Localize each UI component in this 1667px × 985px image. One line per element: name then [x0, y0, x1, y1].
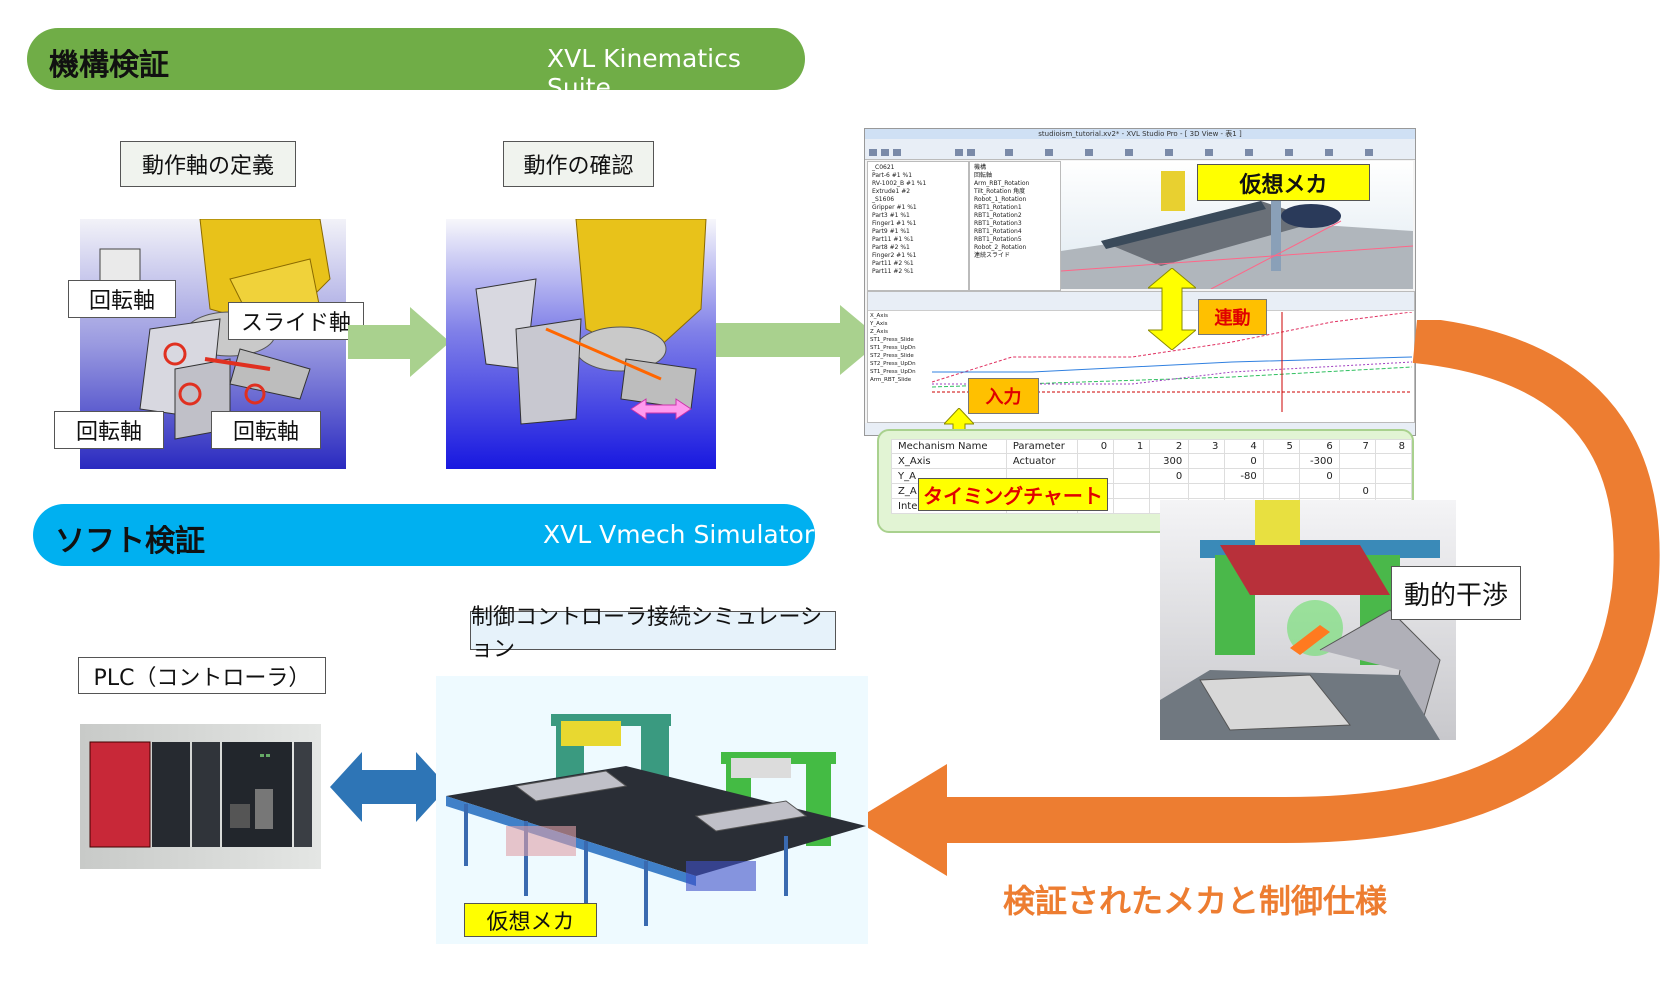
line-simulation-image: [436, 676, 868, 944]
tree-item[interactable]: RV-1002_B #1 %1: [872, 180, 927, 187]
confirm-motion-label: 動作の確認: [503, 141, 654, 187]
rotation-axis-callout-2: 回転軸: [54, 411, 164, 449]
tree-item[interactable]: _S1606: [872, 196, 895, 203]
mechanism-tree-item[interactable]: RBT1_Rotation3: [974, 220, 1022, 227]
tree-item[interactable]: Part-6 #1 %1: [872, 172, 913, 179]
mechanism-tree-item[interactable]: RBT1_Rotation5: [974, 236, 1022, 243]
tree-item[interactable]: Part11 #2 %1: [872, 268, 914, 275]
studio-toolbar: [865, 139, 1415, 160]
studio-title-bar: studioism_tutorial.xv2* - XVL Studio Pro…: [865, 129, 1415, 139]
controller-sim-label: 制御コントローラ接続シミュレーション: [470, 605, 836, 662]
virtual-mecha-label-bottom: 仮想メカ: [464, 903, 597, 937]
flow-arrow-2: [716, 305, 882, 375]
interlock-label: 連動: [1198, 299, 1267, 335]
input-label: 入力: [968, 378, 1039, 414]
mechanism-tree-item[interactable]: 連続スライド: [974, 252, 1011, 259]
timeline-row-label[interactable]: ST1_Press_UpDn: [870, 369, 916, 375]
rotation-axis-callout-1: 回転軸: [68, 280, 176, 318]
tree-item[interactable]: Extrude1 #2: [872, 188, 911, 195]
mechanism-tree-item[interactable]: Tilt_Rotation 角度: [974, 188, 1026, 195]
timeline-row-label[interactable]: ST2_Press_UpDn: [870, 361, 916, 367]
timing-cell: 0: [1224, 453, 1264, 469]
tree-item[interactable]: Part9 #1 %1: [872, 228, 910, 235]
mech-verification-banner: 機構検証 XVL Kinematics Suite: [27, 28, 805, 102]
define-axis-label: 動作軸の定義: [120, 141, 296, 187]
timeline-row-label[interactable]: X_Axis: [870, 313, 888, 319]
slide-axis-callout: スライド軸: [228, 302, 364, 340]
dynamic-interference-label: 動的干渉: [1391, 566, 1521, 620]
tree-item[interactable]: Gripper #1 %1: [872, 204, 917, 211]
interlock-arrow: [1148, 268, 1196, 350]
plc-image: [80, 724, 321, 869]
tree-item[interactable]: Part3 #1 %1: [872, 212, 910, 219]
mechanism-tree-item[interactable]: 機構: [974, 164, 987, 171]
soft-verification-title: ソフト検証: [55, 524, 205, 559]
gripper-axis-definition-image: [80, 219, 346, 469]
verification-return-arrow: [855, 320, 1660, 876]
mechanism-tree-item[interactable]: RBT1_Rotation4: [974, 228, 1022, 235]
timeline-row-label[interactable]: Z_Axis: [870, 329, 888, 335]
soft-verification-subtitle: XVL Vmech Simulator: [543, 520, 815, 549]
mechanism-tree-item[interactable]: Robot_2_Rotation: [974, 244, 1027, 251]
mech-verification-subtitle: XVL Kinematics Suite: [547, 44, 741, 102]
timeline-row-label[interactable]: ST1_Press_Slide: [870, 337, 914, 343]
flow-arrow-1: [348, 307, 450, 377]
mech-verification-title: 機構検証: [49, 48, 169, 83]
timeline-row-label[interactable]: Y_Axis: [870, 321, 888, 327]
tree-item[interactable]: Part8 #2 %1: [872, 244, 910, 251]
timing-chart-label: タイミングチャート: [918, 478, 1108, 511]
mechanism-tree-item[interactable]: Robot_1_Rotation: [974, 196, 1027, 203]
timeline-row-label[interactable]: Arm_RBT_Slide: [870, 377, 912, 383]
mechanism-tree-item[interactable]: RBT1_Rotation1: [974, 204, 1022, 211]
tree-item[interactable]: Finger1 #1 %1: [872, 220, 917, 227]
dynamic-interference-image: [1160, 500, 1456, 740]
mechanism-tree-item[interactable]: Arm_RBT_Rotation: [974, 180, 1030, 187]
tree-item[interactable]: Part11 #1 %1: [872, 236, 914, 243]
tree-item[interactable]: _C0621: [872, 164, 895, 171]
timeline-row-label[interactable]: ST1_Press_UpDn: [870, 345, 916, 351]
timeline-row-label[interactable]: ST2_Press_Slide: [870, 353, 914, 359]
plc-sim-connection-arrow: [330, 752, 448, 822]
rotation-axis-callout-3: 回転軸: [211, 411, 321, 449]
tree-item[interactable]: Part11 #2 %1: [872, 260, 914, 267]
mechanism-tree-item[interactable]: 回転軸: [974, 172, 993, 179]
virtual-mecha-label-top: 仮想メカ: [1197, 164, 1370, 201]
plc-label: PLC（コントローラ）: [78, 657, 326, 694]
gripper-motion-image: [446, 219, 716, 469]
tree-item[interactable]: Finger2 #1 %1: [872, 252, 917, 259]
mechanism-tree-item[interactable]: RBT1_Rotation2: [974, 212, 1022, 219]
timing-cell: [1113, 498, 1151, 514]
verified-spec-label: 検証されたメカと制御仕様: [1003, 882, 1388, 920]
soft-verification-banner: ソフト検証 XVL Vmech Simulator: [33, 504, 815, 566]
